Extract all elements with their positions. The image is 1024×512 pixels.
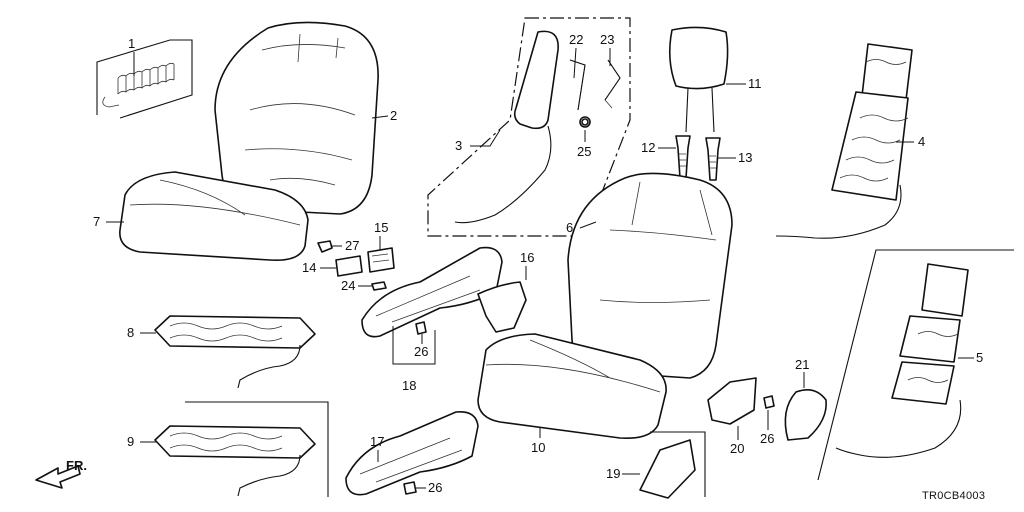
part-number-label-5: 5: [976, 350, 983, 365]
front-indicator-label: FR.: [66, 458, 87, 473]
part-6-seat-back: [567, 172, 733, 379]
part-9-heater-pad: [154, 401, 329, 497]
part-5-seat-heater-alt: [817, 249, 1014, 481]
part-number-label-11: 11: [748, 76, 762, 91]
part-19-bracket: [639, 431, 706, 499]
part-20-bracket: [707, 377, 757, 425]
part-number-label-7: 7: [93, 214, 100, 229]
part-number-label-17: 17: [370, 434, 384, 449]
leader-line-2: [371, 115, 389, 119]
leader-line-6: [579, 221, 597, 229]
part-number-label-12: 12: [641, 140, 655, 155]
part-number-label-26: 26: [414, 344, 428, 359]
front-arrow-icon: FR.: [35, 458, 87, 489]
part-number-label-20: 20: [730, 441, 744, 456]
part-number-label-23: 23: [600, 32, 614, 47]
part-number-label-1: 1: [128, 36, 135, 51]
part-26-screw-a: [415, 321, 427, 335]
part-number-label-6: 6: [566, 220, 573, 235]
leader-line-22: [573, 47, 577, 79]
part-16-side-panel: [477, 281, 527, 333]
part-number-label-27: 27: [345, 238, 359, 253]
part-number-label-18: 18: [402, 378, 416, 393]
part-number-label-22: 22: [569, 32, 583, 47]
part-22-rod: [569, 59, 586, 111]
part-18-side-cover: [361, 246, 503, 365]
part-number-label-3: 3: [455, 138, 462, 153]
part-number-label-25: 25: [577, 144, 591, 159]
part-25-nut: [581, 118, 589, 126]
part-number-label-26: 26: [760, 431, 774, 446]
part-3-airbag-harness: [427, 17, 631, 237]
part-number-label-13: 13: [738, 150, 752, 165]
part-number-label-15: 15: [374, 220, 388, 235]
part-13-headrest-guide: [705, 137, 721, 181]
part-number-label-19: 19: [606, 466, 620, 481]
part-number-label-9: 9: [127, 434, 134, 449]
part-number-label-21: 21: [795, 357, 809, 372]
part-number-label-26: 26: [428, 480, 442, 495]
part-number-label-4: 4: [918, 134, 925, 149]
part-14-switch: [335, 255, 363, 277]
part-11-headrest: [668, 26, 729, 133]
part-number-label-24: 24: [341, 278, 355, 293]
part-number-label-14: 14: [302, 260, 316, 275]
part-number-label-8: 8: [127, 325, 134, 340]
part-24-screw: [371, 281, 387, 291]
part-1-clips: [96, 39, 193, 119]
part-12-headrest-guide: [675, 135, 691, 179]
diagram-code: TR0CB4003: [922, 490, 985, 502]
part-21-trim-cover: [784, 389, 827, 441]
part-8-heater-pad: [154, 315, 316, 389]
part-26-screw-b: [763, 395, 775, 409]
part-17-side-cover: [345, 410, 479, 496]
part-7-seat-cushion: [119, 171, 309, 262]
part-number-label-10: 10: [531, 440, 545, 455]
part-4-seat-heater: [775, 43, 913, 239]
part-15-switch: [367, 247, 395, 273]
part-10-seat-cushion: [477, 333, 667, 440]
part-number-label-16: 16: [520, 250, 534, 265]
part-number-label-2: 2: [390, 108, 397, 123]
part-23-rod: [604, 59, 621, 101]
leader-line-3: [470, 129, 501, 147]
part-26-screw-c: [403, 481, 417, 495]
part-27-fastener: [317, 240, 333, 253]
part-2-seat-back: [214, 21, 379, 215]
